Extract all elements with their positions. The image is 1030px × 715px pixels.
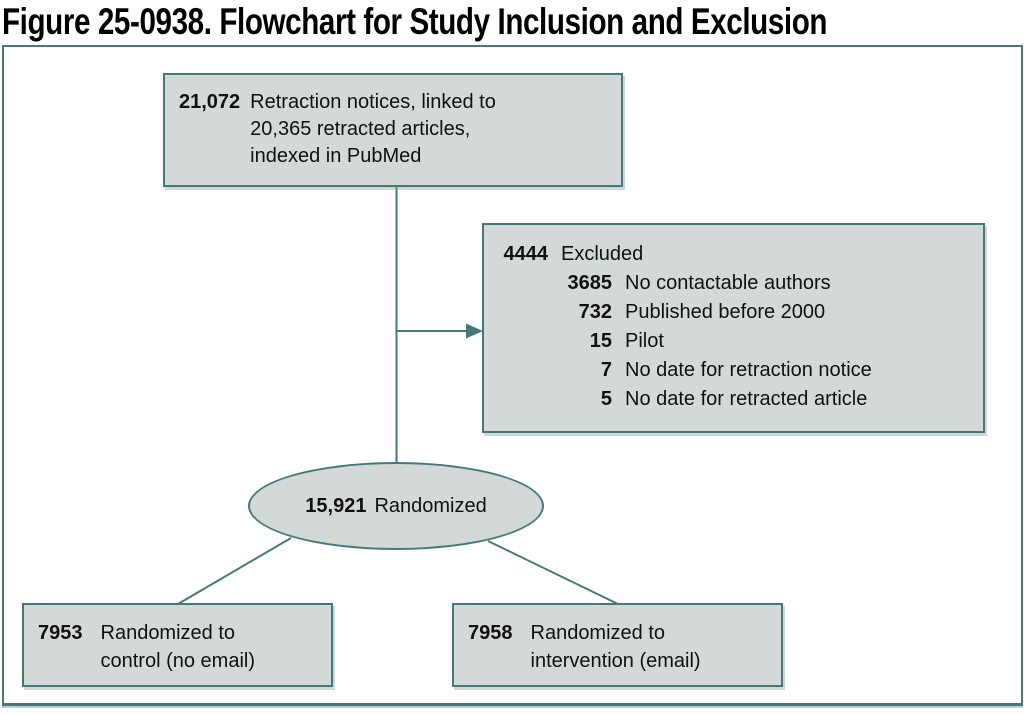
intervention-label-line1: Randomized to — [530, 622, 666, 644]
control-count: 7953 — [38, 622, 83, 644]
excluded-row-before-2000: 732 Published before 2000 — [496, 298, 979, 327]
excluded-total-label: Excluded — [561, 243, 644, 265]
control-label-line1: Randomized to — [100, 622, 236, 644]
randomized-ellipse: 15,921 Randomized — [248, 462, 544, 550]
excluded-row-no-notice-date: 7 No date for retraction notice — [496, 356, 979, 385]
excluded-before-2000-label: Published before 2000 — [625, 301, 826, 323]
source-label-line3: indexed in PubMed — [250, 145, 422, 167]
intervention-label-line2: intervention (email) — [530, 650, 701, 672]
intervention-label: Randomized to intervention (email) — [531, 619, 701, 685]
excluded-row-pilot: 15 Pilot — [496, 327, 979, 356]
source-box: 21,072 Retraction notices, linked to 20,… — [163, 73, 623, 187]
excluded-row-no-article-date: 5 No date for retracted article — [496, 385, 979, 414]
control-label-line2: control (no email) — [100, 650, 256, 672]
excluded-no-notice-date-label: No date for retraction notice — [625, 359, 872, 381]
source-label-line1: Retraction notices, linked to — [250, 91, 496, 113]
randomized-label: Randomized — [374, 494, 487, 517]
excluded-row-total: 4444 Excluded — [496, 240, 979, 269]
arrowhead-icon — [466, 323, 483, 339]
intervention-arm-box: 7958 Randomized to intervention (email) — [452, 603, 783, 687]
source-count: 21,072 — [179, 91, 241, 113]
control-arm-box: 7953 Randomized to control (no email) — [22, 603, 333, 687]
excluded-no-article-date-label: No date for retracted article — [625, 388, 868, 410]
connector-randomized-to-control — [177, 537, 292, 605]
excluded-no-article-date-count: 5 — [600, 388, 612, 410]
source-label: Retraction notices, linked to 20,365 ret… — [250, 89, 496, 185]
source-label-line2: 20,365 retracted articles, — [250, 118, 471, 140]
intervention-count: 7958 — [468, 622, 513, 644]
control-label: Randomized to control (no email) — [101, 619, 256, 685]
figure-frame — [2, 45, 1023, 706]
excluded-no-authors-count: 3685 — [567, 272, 613, 294]
excluded-row-no-authors: 3685 No contactable authors — [496, 269, 979, 298]
excluded-no-authors-label: No contactable authors — [625, 272, 831, 294]
figure-title: Figure 25-0938. Flowchart for Study Incl… — [2, 1, 828, 42]
connector-randomized-to-intervention — [487, 540, 619, 605]
excluded-before-2000-count: 732 — [578, 301, 612, 323]
excluded-pilot-count: 15 — [589, 330, 612, 352]
excluded-pilot-label: Pilot — [625, 330, 664, 352]
excluded-no-notice-date-count: 7 — [600, 359, 612, 381]
excluded-total-count: 4444 — [503, 243, 549, 265]
randomized-count: 15,921 — [305, 494, 367, 517]
